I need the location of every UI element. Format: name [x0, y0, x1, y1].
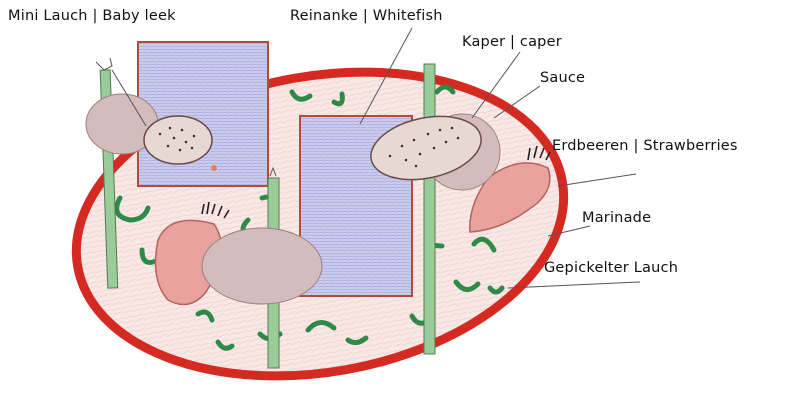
whitefish-fillet-left [138, 42, 268, 186]
label-caper: Kaper | caper [462, 34, 562, 50]
label-strawberries: Erdbeeren | Strawberries [552, 138, 738, 154]
label-pickled-leek: Gepickelter Lauch [544, 260, 678, 276]
label-marinade: Marinade [582, 210, 651, 226]
baby-leek [424, 64, 435, 354]
label-baby-leek: Mini Lauch | Baby leek [8, 8, 176, 24]
label-sauce: Sauce [540, 70, 585, 86]
caper-disc [144, 116, 212, 164]
label-whitefish: Reinanke | Whitefish [290, 8, 443, 24]
sauce-dollop [202, 228, 322, 304]
leader-line [558, 174, 636, 186]
